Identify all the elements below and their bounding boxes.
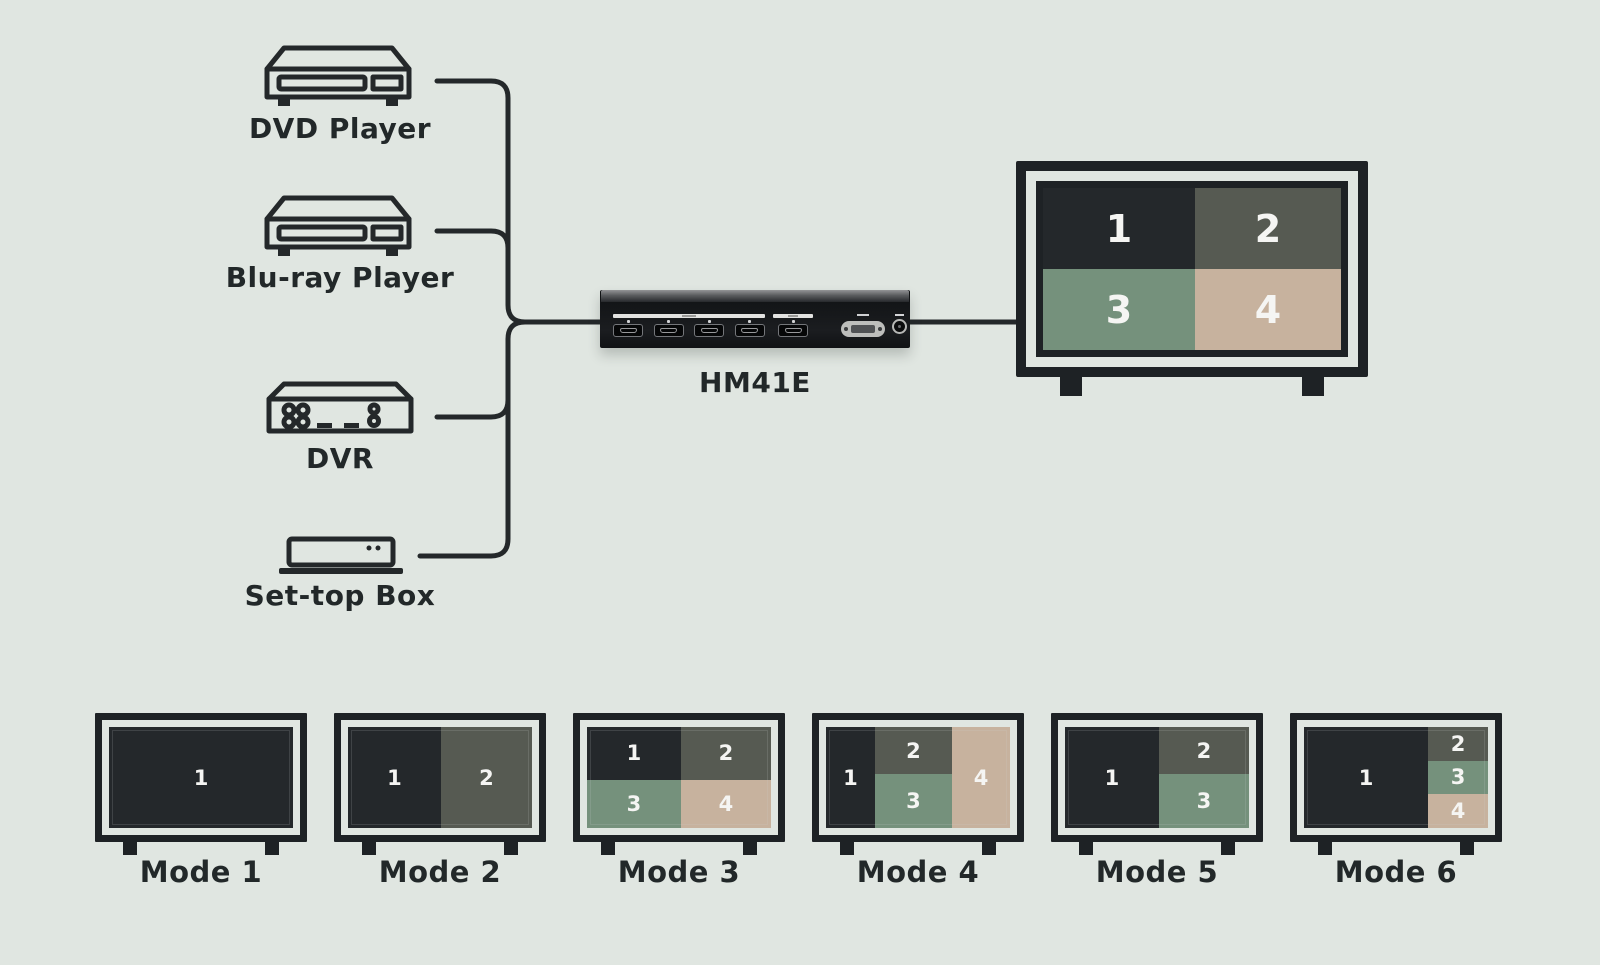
screen-region-2: 2 bbox=[1194, 188, 1341, 269]
mode-1-label: Mode 1 bbox=[139, 855, 263, 889]
screen-region-2: 2 bbox=[440, 727, 532, 828]
dvr-icon bbox=[266, 381, 414, 434]
device-top-face bbox=[601, 290, 909, 302]
hdmi-in-3-port bbox=[694, 324, 725, 337]
tv-foot-right bbox=[1221, 842, 1235, 855]
rs232-port bbox=[841, 314, 885, 337]
screen-region-3: 3 bbox=[874, 774, 953, 828]
screen-region-4: 4 bbox=[952, 727, 1010, 828]
screen-region-2: 2 bbox=[874, 727, 953, 775]
tv-foot-right bbox=[1302, 377, 1324, 396]
screen-region-4: 4 bbox=[680, 779, 771, 828]
wire-bluray-to-trunk bbox=[434, 228, 511, 251]
screen-region-1: 1 bbox=[109, 727, 293, 828]
source-label-dvd: DVD Player bbox=[248, 112, 432, 145]
tv-foot-right bbox=[982, 842, 996, 855]
hdmi-input-group bbox=[613, 314, 765, 337]
source-label-dvr: DVR bbox=[306, 442, 374, 475]
settop-box-icon bbox=[279, 536, 403, 574]
screen-region-2: 2 bbox=[1158, 727, 1249, 775]
tv-foot-right bbox=[265, 842, 279, 855]
screen-region-1: 1 bbox=[348, 727, 441, 828]
hdmi-out-port bbox=[778, 324, 808, 337]
tv-foot-left bbox=[601, 842, 615, 855]
dc-power-jack bbox=[891, 314, 907, 334]
device-label: HM41E bbox=[699, 366, 811, 399]
screen-region-4: 4 bbox=[1194, 269, 1341, 350]
mode-4-label: Mode 4 bbox=[856, 855, 980, 889]
source-label-settop: Set-top Box bbox=[244, 579, 436, 612]
mode-1-screen: 1 bbox=[109, 727, 293, 828]
tv-foot-right bbox=[1460, 842, 1474, 855]
screen-region-3: 3 bbox=[1043, 269, 1195, 350]
tv-foot-left bbox=[840, 842, 854, 855]
bluray-player-icon bbox=[264, 195, 412, 256]
mode-5-label: Mode 5 bbox=[1095, 855, 1219, 889]
hdmi-output-group bbox=[773, 314, 813, 337]
screen-region-1: 1 bbox=[1304, 727, 1429, 828]
screen-region-1: 1 bbox=[587, 727, 681, 780]
wire-settop-to-trunk bbox=[417, 319, 528, 559]
source-label-bluray: Blu-ray Player bbox=[225, 261, 455, 294]
mode-2-label: Mode 2 bbox=[378, 855, 502, 889]
screen-region-1: 1 bbox=[826, 727, 875, 828]
hm41e-device bbox=[600, 290, 910, 348]
mode-6-label: Mode 6 bbox=[1334, 855, 1458, 889]
mode-1-block: 1 Mode 1 bbox=[95, 713, 307, 889]
screen-region-2: 2 bbox=[1428, 727, 1488, 761]
screen-region-4: 4 bbox=[1428, 794, 1488, 828]
tv-foot-right bbox=[504, 842, 518, 855]
hdmi-in-4-port bbox=[734, 324, 765, 337]
screen-region-1: 1 bbox=[1043, 188, 1195, 269]
mode-1-tv: 1 bbox=[95, 713, 307, 842]
tv-foot-right bbox=[743, 842, 757, 855]
screen-region-3: 3 bbox=[1158, 774, 1249, 828]
tv-foot-left bbox=[1079, 842, 1093, 855]
hdmi-input-label-strip bbox=[613, 314, 765, 318]
hdmi-output-label-strip bbox=[773, 314, 813, 318]
screen-region-3: 3 bbox=[1428, 760, 1488, 795]
tv-foot-left bbox=[362, 842, 376, 855]
hdmi-in-2-port bbox=[653, 324, 684, 337]
tv-foot-left bbox=[1060, 377, 1082, 396]
dvd-player-icon bbox=[264, 45, 412, 106]
screen-region-1: 1 bbox=[1065, 727, 1159, 828]
hdmi-in-1-port bbox=[613, 324, 643, 337]
mode-3-label: Mode 3 bbox=[617, 855, 741, 889]
tv-foot-left bbox=[1318, 842, 1332, 855]
tv-foot-left bbox=[123, 842, 137, 855]
wire-dvr-to-trunk bbox=[434, 397, 511, 420]
screen-region-3: 3 bbox=[587, 779, 681, 828]
screen-region-2: 2 bbox=[680, 727, 771, 780]
